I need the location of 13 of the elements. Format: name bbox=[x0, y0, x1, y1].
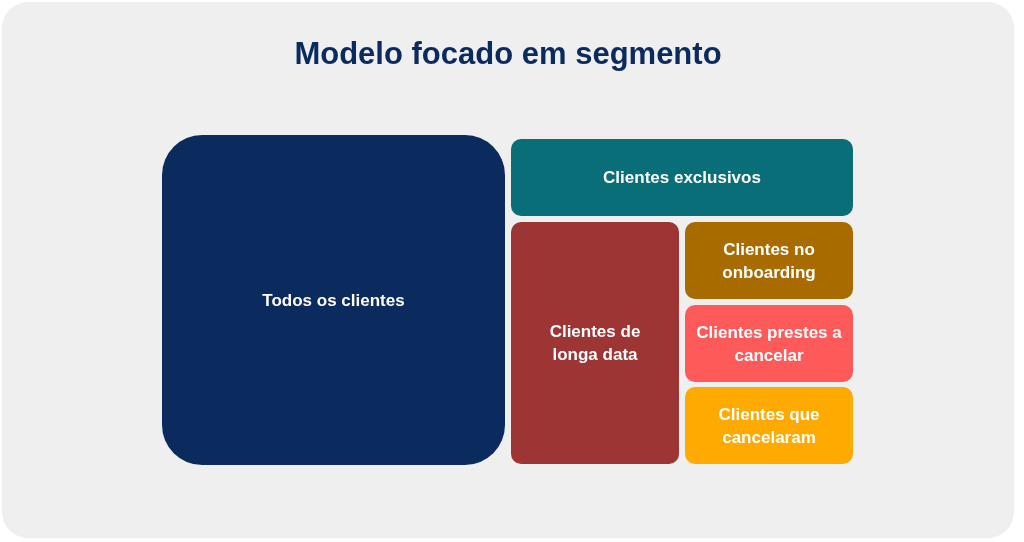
segment-tile bbox=[685, 305, 853, 382]
tile-label: Clientes de longa data bbox=[548, 321, 642, 366]
tile-label: Clientes prestes a cancelar bbox=[695, 321, 843, 367]
segment-tile bbox=[685, 222, 853, 299]
segment-tile bbox=[511, 222, 679, 464]
segment-tile bbox=[511, 139, 853, 216]
segment-tile bbox=[685, 387, 853, 464]
segment-tile bbox=[162, 135, 505, 465]
tile-label: Clientes que cancelaram bbox=[717, 403, 821, 449]
tile-label: Clientes no onboarding bbox=[721, 238, 817, 284]
tile-label: Todos os clientes bbox=[262, 289, 405, 312]
tile-label: Clientes exclusivos bbox=[603, 167, 761, 189]
title: Modelo focado em segmento bbox=[293, 36, 723, 72]
